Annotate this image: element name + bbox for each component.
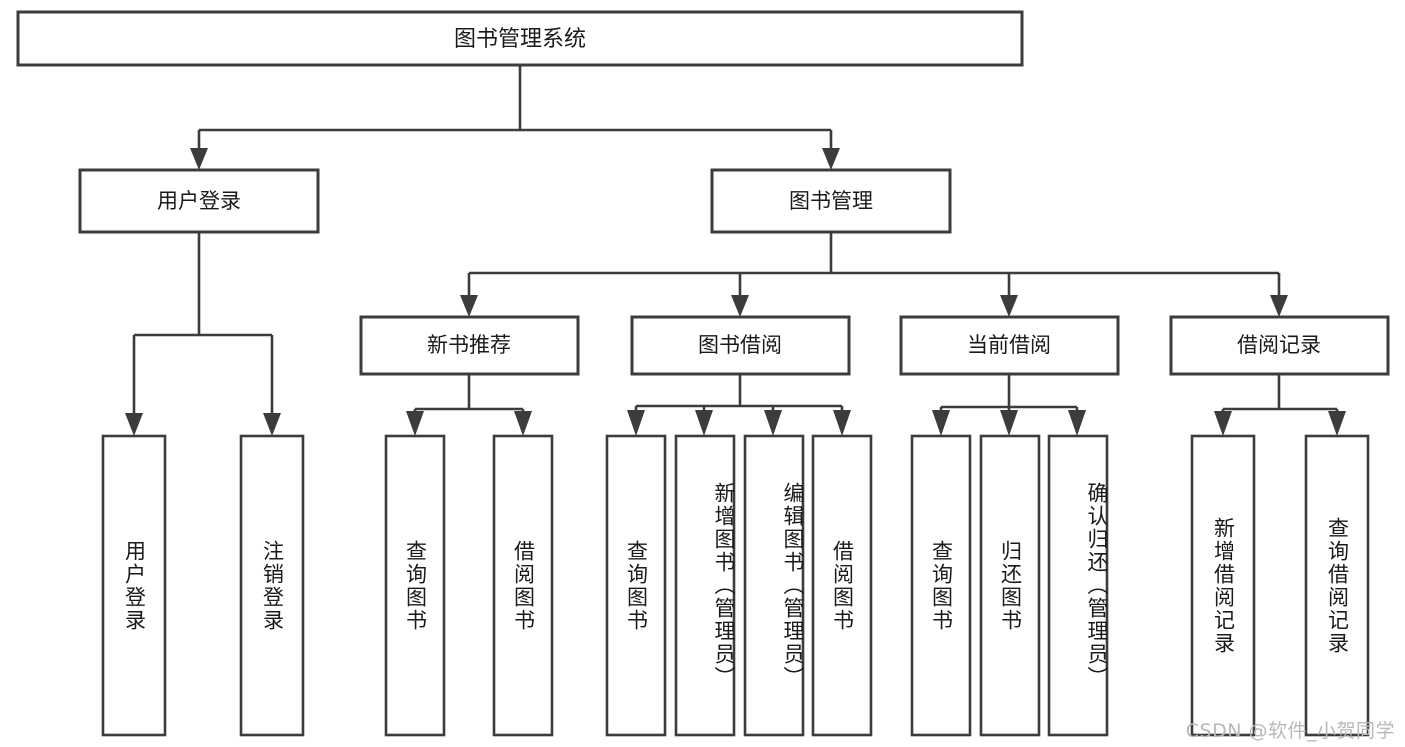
- arrow-head-user-login: [190, 148, 208, 170]
- node-new-book-recommend-box[interactable]: [359, 315, 580, 376]
- arrow-head-leaf-add-record: [1214, 411, 1232, 436]
- arrow-head-borrow-record: [1270, 295, 1288, 317]
- arrow-head-leaf-confirm-return: [1068, 410, 1086, 436]
- node-current-borrow-box[interactable]: [899, 315, 1120, 376]
- node-book-management[interactable]: 图书管理: [710, 168, 952, 234]
- node-user-login-label: 用户登录: [157, 189, 241, 213]
- leaf-box-logout-login[interactable]: [239, 434, 305, 737]
- leaf-box-borrow-book-1[interactable]: [492, 434, 554, 737]
- arrow-head-leaf-borrow-book-2: [833, 410, 851, 436]
- node-user-login-box[interactable]: [78, 168, 320, 234]
- arrow-head-leaf-edit-book: [764, 410, 782, 436]
- arrow-head-new-book-recommend: [460, 295, 478, 317]
- leaf-box-user-login[interactable]: [101, 434, 167, 737]
- node-borrow-record-label: 借阅记录: [1237, 333, 1321, 357]
- leaf-box-confirm-return[interactable]: [1047, 434, 1109, 737]
- leaf-box-query-record[interactable]: [1304, 434, 1370, 737]
- node-new-book-recommend[interactable]: 新书推荐: [359, 315, 580, 376]
- leaf-box-add-book[interactable]: [674, 434, 736, 737]
- node-root[interactable]: 图书管理系统: [16, 10, 1024, 67]
- leaf-box-layer: [101, 434, 1370, 737]
- leaf-box-add-record[interactable]: [1190, 434, 1256, 737]
- arrow-head-leaf-logout-login: [263, 413, 281, 436]
- node-book-borrow-box[interactable]: [630, 315, 851, 376]
- connector-layer: [125, 65, 1346, 436]
- arrow-head-leaf-borrow-book-1: [514, 411, 532, 436]
- node-root-label: 图书管理系统: [454, 27, 586, 52]
- arrow-head-leaf-query-book-1: [406, 411, 424, 436]
- leaf-box-return-book[interactable]: [979, 434, 1041, 737]
- node-book-borrow[interactable]: 图书借阅: [630, 315, 851, 376]
- arrow-head-book-borrow: [731, 295, 749, 317]
- node-book-management-box[interactable]: [710, 168, 952, 234]
- leaf-box-query-book-1[interactable]: [384, 434, 446, 737]
- node-new-book-recommend-label: 新书推荐: [427, 333, 511, 357]
- leaf-box-query-book-3[interactable]: [910, 434, 972, 737]
- leaf-box-query-book-2[interactable]: [605, 434, 667, 737]
- leaf-box-borrow-book-2[interactable]: [811, 434, 873, 737]
- arrow-head-leaf-query-book-2: [627, 410, 645, 436]
- arrow-head-leaf-return-book: [1000, 410, 1018, 436]
- arrow-head-leaf-user-login: [125, 413, 143, 436]
- arrow-head-leaf-add-book: [695, 410, 713, 436]
- leaf-box-edit-book[interactable]: [743, 434, 805, 737]
- arrow-head-leaf-query-book-3: [932, 410, 950, 436]
- node-current-borrow-label: 当前借阅: [967, 333, 1051, 357]
- arrow-head-current-borrow: [1000, 295, 1018, 317]
- node-book-borrow-label: 图书借阅: [698, 333, 782, 357]
- node-borrow-record[interactable]: 借阅记录: [1169, 315, 1390, 376]
- node-user-login[interactable]: 用户登录: [78, 168, 320, 234]
- arrow-head-leaf-query-record: [1328, 411, 1346, 436]
- node-borrow-record-box[interactable]: [1169, 315, 1390, 376]
- node-root-box[interactable]: [16, 10, 1024, 67]
- node-current-borrow[interactable]: 当前借阅: [899, 315, 1120, 376]
- node-book-management-label: 图书管理: [789, 189, 873, 213]
- arrow-head-book-management: [822, 148, 840, 170]
- watermark-text: CSDN @软件_小贺同学: [1185, 720, 1395, 742]
